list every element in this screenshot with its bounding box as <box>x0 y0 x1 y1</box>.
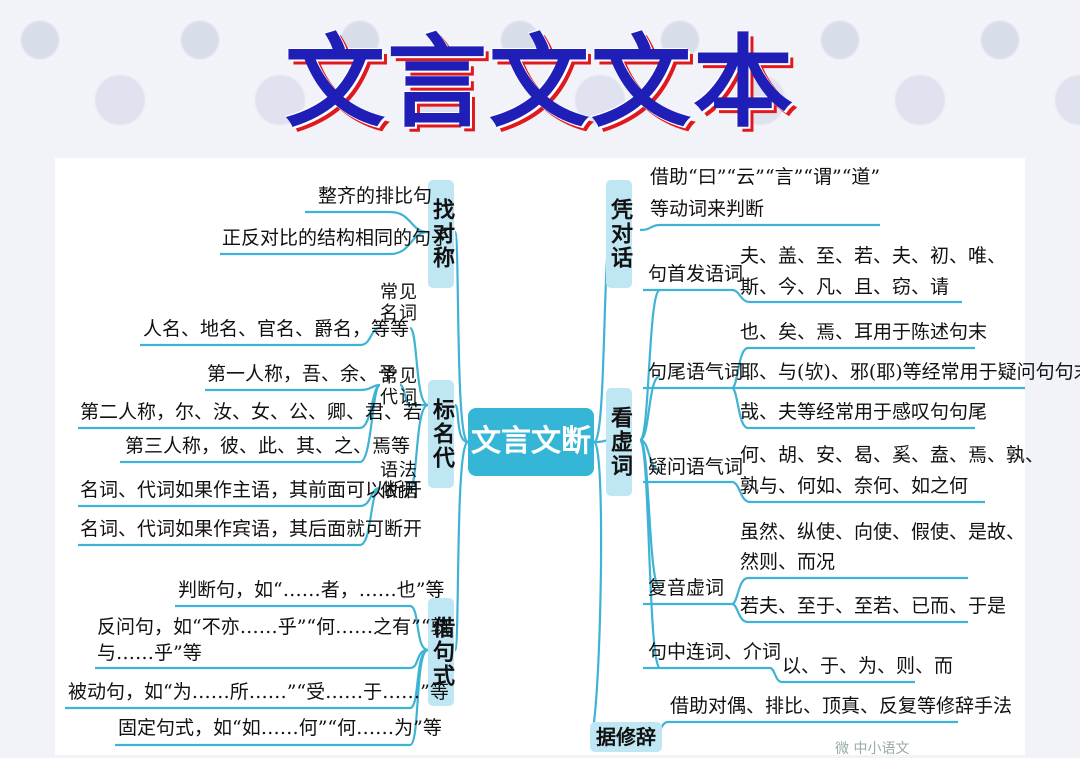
pingduihua-item-1: 借助“曰”“云”“言”“谓”“道” <box>650 166 881 188</box>
yufa-item-2: 名词、代词如果作宾语，其后面就可断开 <box>80 518 423 540</box>
jiejushi-item-1: 判断句，如“……者，……也”等 <box>178 579 445 601</box>
zhao-dui-cheng-item-1: 整齐的排比句 <box>318 185 433 207</box>
mingci-item-1: 人名、地名、官名、爵名，等等 <box>143 318 410 340</box>
juzhong-item-1: 以、于、为、则、而 <box>782 655 954 677</box>
juwei-item-2: 耶、与(欤)、邪(耶)等经常用于疑问句句末 <box>740 361 1080 383</box>
group-fuyin-xuci: 复音虚词 <box>648 577 725 599</box>
branch-biao-ming-dai: 标名代 <box>428 380 454 488</box>
watermark: 微 中小语文 <box>835 741 910 757</box>
daici-item-3: 第三人称，彼、此、其、之、焉等 <box>125 435 411 457</box>
group-jushou-fayuci: 句首发语词 <box>648 263 744 285</box>
page-title: 文言文文本 <box>285 24 795 141</box>
fuyin-item-1: 虽然、纵使、向使、假使、是故、 <box>740 521 1026 543</box>
branch-zhao-dui-cheng: 找对称 <box>428 180 454 288</box>
group-yufa-yiju: 语法依据 <box>380 460 418 502</box>
branch-jie-ju-shi: 借句式 <box>428 598 454 706</box>
juwei-item-3: 哉、夫等经常用于感叹句句尾 <box>740 401 988 423</box>
juxiuci-item-1: 借助对偶、排比、顶真、反复等修辞手法 <box>670 695 1013 717</box>
zhao-dui-cheng-item-2: 正反对比的结构相同的句子 <box>222 227 451 249</box>
yiwen-item-1: 何、胡、安、曷、奚、盍、焉、孰、 <box>740 444 1045 466</box>
juwei-item-1: 也、矣、焉、耳用于陈述句末 <box>740 321 988 343</box>
jiejushi-item-2: 反问句，如“不亦……乎”“何……之有”“孰 <box>97 616 450 638</box>
jiejushi-item-3: 与……乎”等 <box>97 642 202 664</box>
branch-kan-xu-ci: 看虚词 <box>606 388 632 496</box>
daici-item-1: 第一人称，吾、余、予 <box>207 363 398 385</box>
daici-item-2: 第二人称，尔、汝、女、公、卿、君、若 <box>80 401 423 423</box>
jiejushi-item-5: 固定句式，如“如……何”“何……为”等 <box>118 717 442 739</box>
center-node: 文言文断句 <box>468 408 594 527</box>
yufa-item-1: 名词、代词如果作主语，其前面可以断开 <box>80 479 423 501</box>
jushou-item-1: 夫、盖、至、若、夫、初、唯、 <box>740 245 1007 267</box>
jushou-item-2: 斯、今、凡、且、窃、请 <box>740 276 950 298</box>
group-juwei-yuqici: 句尾语气词 <box>648 361 744 383</box>
group-juzhong-lianci-jieci: 句中连词、介词 <box>648 641 782 663</box>
group-yiwen-yuqici: 疑问语气词 <box>648 456 744 478</box>
group-changjian-mingci: 常见名词 <box>380 282 418 324</box>
yiwen-item-2: 孰与、何如、奈何、如之何 <box>740 475 969 497</box>
jiejushi-item-4: 被动句，如“为……所……”“受……于……”等 <box>68 681 449 703</box>
branch-ju-xiu-ci: 据修辞 <box>590 722 662 752</box>
branch-ping-dui-hua: 凭对话 <box>606 180 632 288</box>
fuyin-item-2: 然则、而况 <box>740 551 836 573</box>
fuyin-item-3: 若夫、至于、至若、已而、于是 <box>740 595 1007 617</box>
group-changjian-daici: 常见代词 <box>380 366 418 408</box>
pingduihua-item-2: 等动词来判断 <box>650 198 765 220</box>
background-pattern <box>0 0 1080 160</box>
